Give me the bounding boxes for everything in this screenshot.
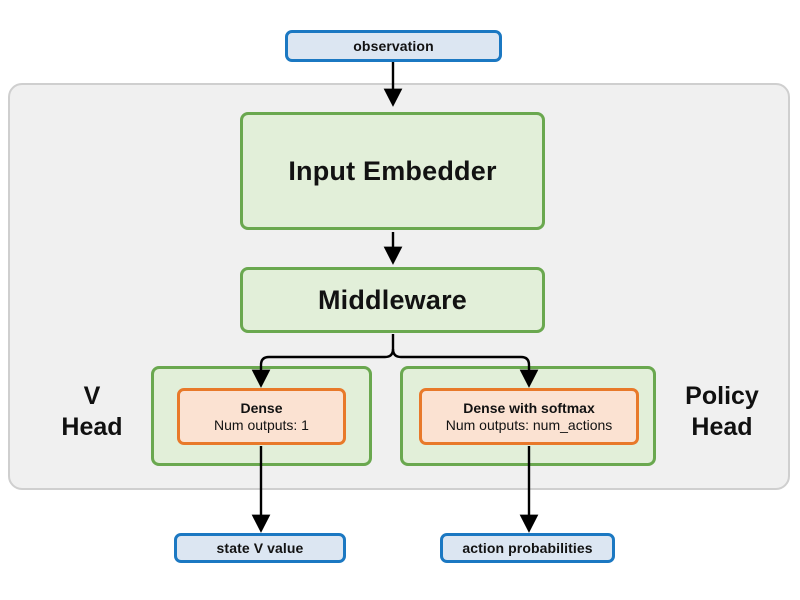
label-v-head-line1: V <box>83 382 101 410</box>
node-input-embedder[interactable]: Input Embedder <box>240 112 545 230</box>
node-dense-policy-head-title: Dense with softmax <box>463 399 595 416</box>
node-dense-policy-head[interactable]: Dense with softmax Num outputs: num_acti… <box>419 388 639 445</box>
label-policy-head: Policy Head <box>664 381 780 442</box>
node-middleware[interactable]: Middleware <box>240 267 545 333</box>
label-policy-head-line1: Policy <box>685 382 759 410</box>
node-observation[interactable]: observation <box>285 30 502 62</box>
label-policy-head-line2: Head <box>691 412 753 441</box>
label-v-head: V Head <box>40 381 144 442</box>
node-dense-v-head-title: Dense <box>240 399 283 416</box>
node-input-embedder-label: Input Embedder <box>288 155 497 186</box>
node-state-v-value[interactable]: state V value <box>174 533 346 563</box>
node-observation-label: observation <box>353 38 434 54</box>
node-dense-v-head[interactable]: Dense Num outputs: 1 <box>177 388 346 445</box>
node-action-probabilities[interactable]: action probabilities <box>440 533 615 563</box>
label-v-head-line2: Head <box>61 412 123 441</box>
node-middleware-label: Middleware <box>317 284 468 315</box>
node-dense-policy-head-subtitle: Num outputs: num_actions <box>445 416 613 433</box>
node-action-probabilities-label: action probabilities <box>462 540 593 556</box>
node-dense-v-head-subtitle: Num outputs: 1 <box>214 416 309 433</box>
node-state-v-value-label: state V value <box>216 540 304 556</box>
